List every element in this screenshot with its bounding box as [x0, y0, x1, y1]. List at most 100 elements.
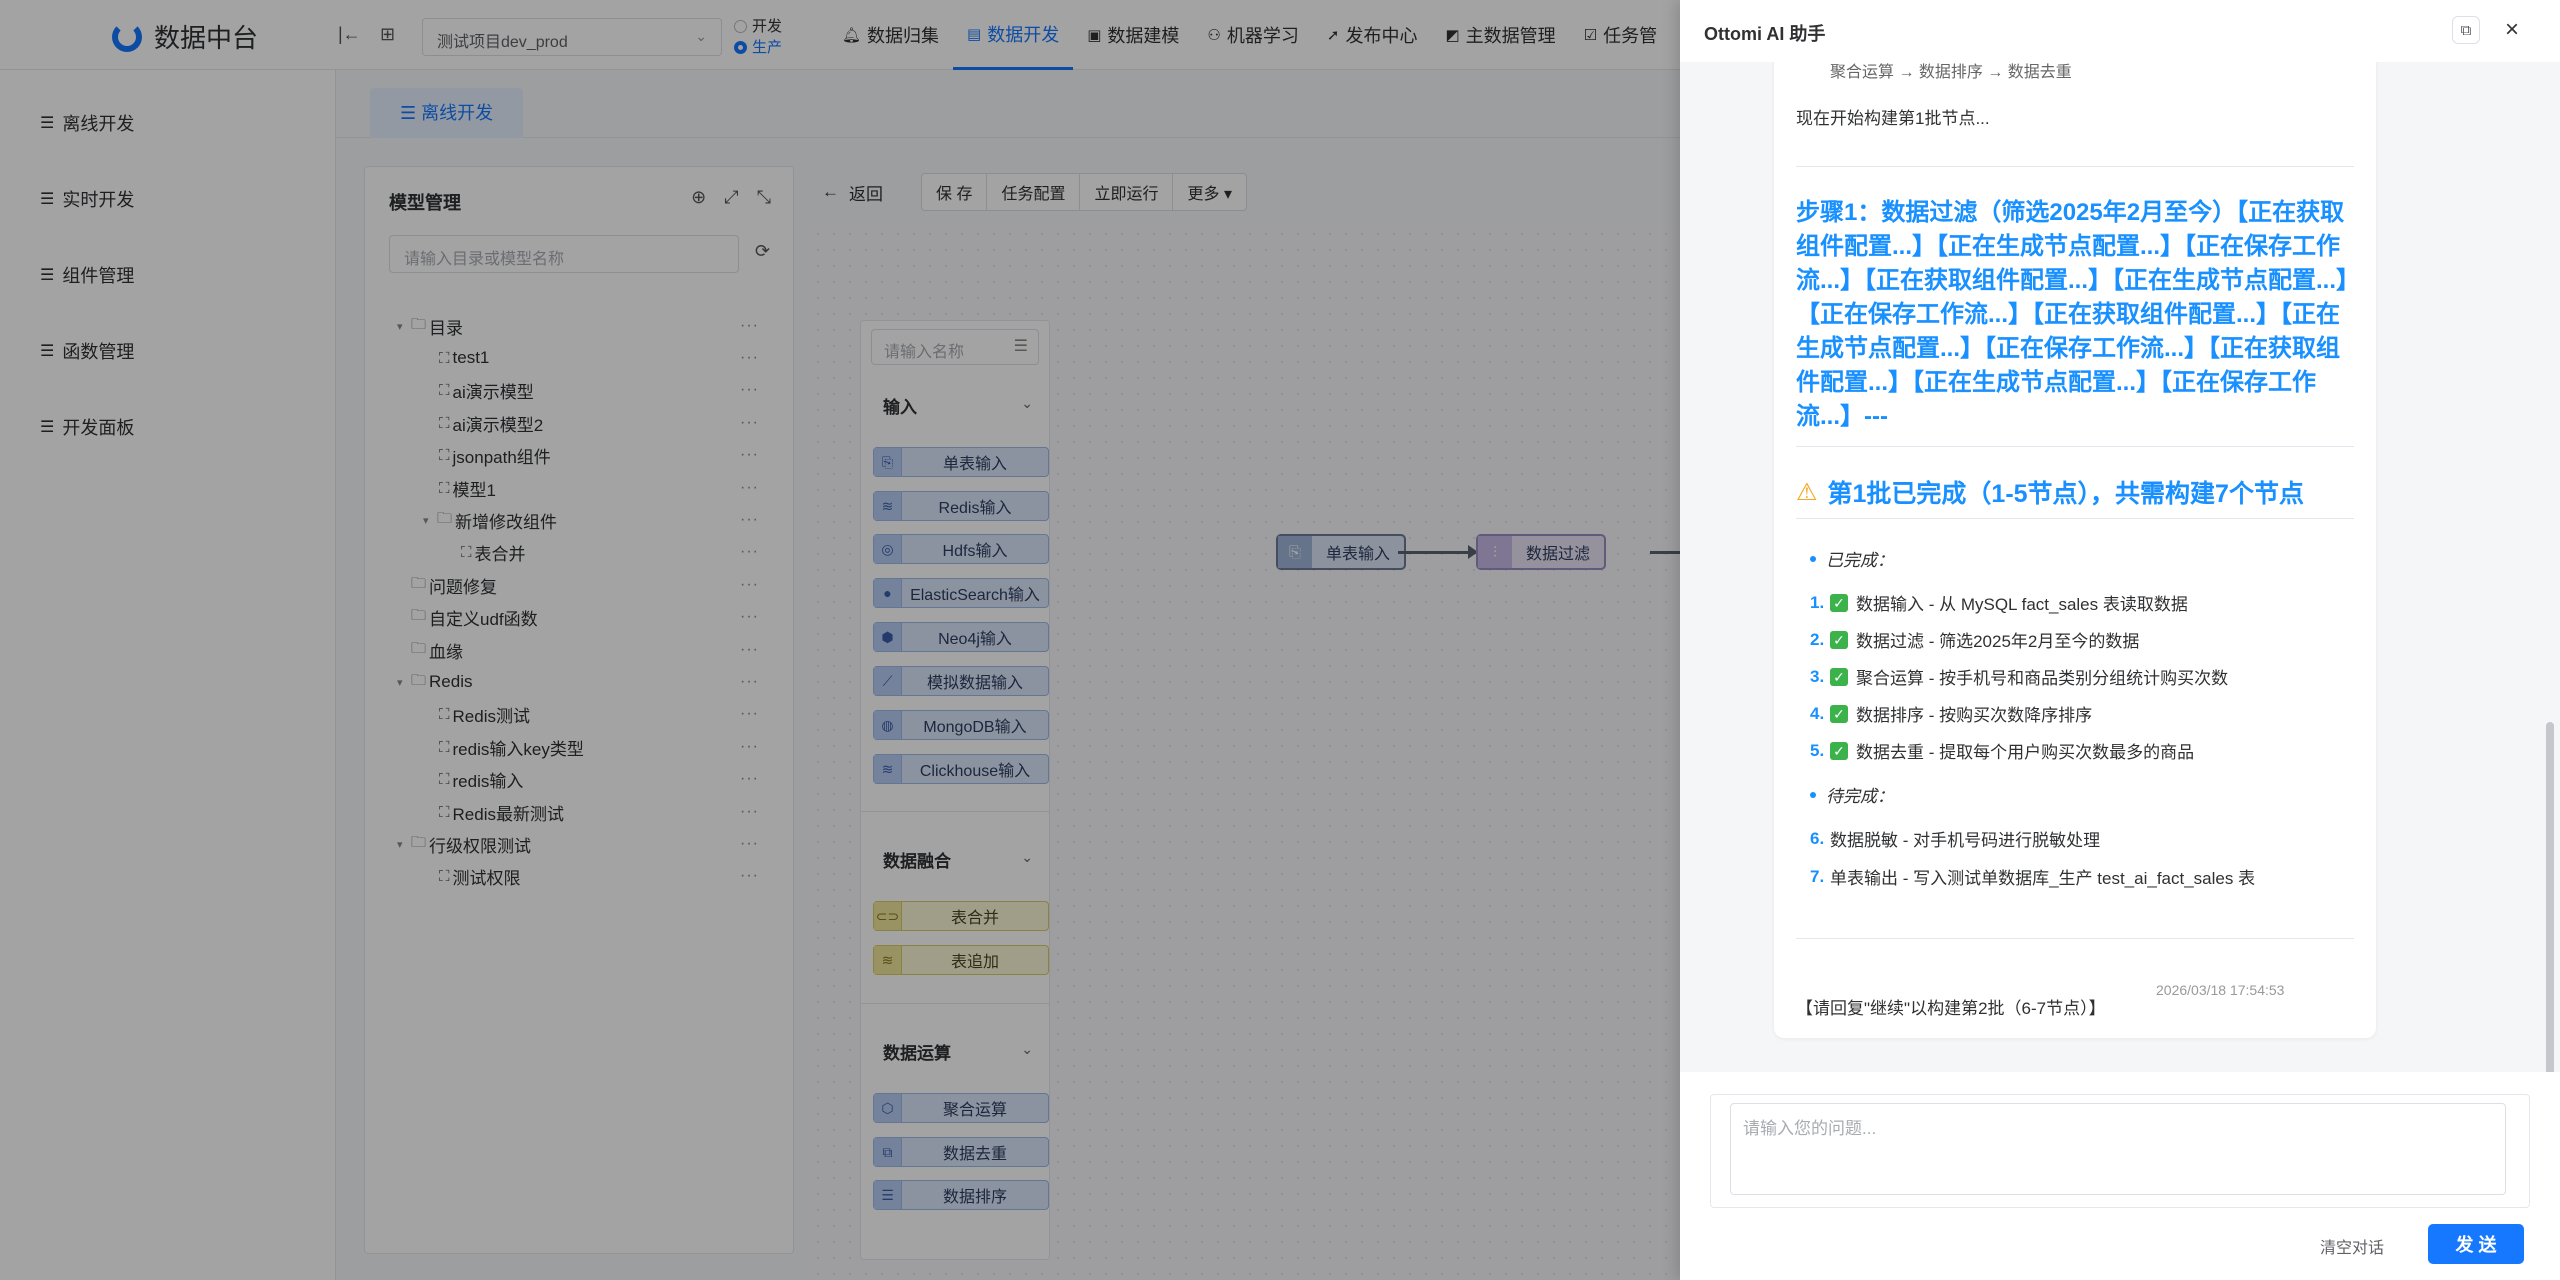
sidebar-item-realtime-dev[interactable]: ☰实时开发	[40, 186, 134, 212]
model-search-input[interactable]: 请输入目录或模型名称	[389, 235, 739, 273]
flow-node-table-input[interactable]: ⎘单表输入	[1276, 534, 1407, 570]
tree-item[interactable]: ⛶测试权限···	[439, 861, 787, 891]
run-now-button[interactable]: 立即运行	[1080, 174, 1174, 210]
tree-item[interactable]: ⛶redis输入key类型···	[439, 732, 787, 762]
caret-down-icon: ▾	[1219, 186, 1232, 203]
palette-node[interactable]: ≋Redis输入	[873, 491, 1049, 521]
chevron-down-icon[interactable]: ⌄	[1021, 1041, 1033, 1057]
palette-node[interactable]: ⬢Neo4j输入	[873, 622, 1049, 652]
tree-item-label: 血缘	[429, 642, 464, 662]
palette-node[interactable]: ≋表追加	[873, 945, 1049, 975]
tree-item[interactable]: ▾🗀行级权限测试···	[397, 829, 787, 859]
palette-node[interactable]: ◎Hdfs输入	[873, 534, 1049, 564]
tree-item[interactable]: ⛶Redis最新测试···	[439, 797, 787, 827]
tree-item[interactable]: ⛶redis输入···	[439, 764, 787, 794]
sidebar-item-function-mgmt[interactable]: ☰函数管理	[40, 338, 134, 364]
chat-scrollbar[interactable]	[2546, 722, 2554, 1072]
more-icon[interactable]: ···	[740, 705, 759, 722]
nav-item-data-modeling[interactable]: ▣数据建模	[1073, 0, 1193, 70]
tree-item[interactable]: ⛶Redis测试···	[439, 699, 787, 729]
tab-offline-dev[interactable]: ☰ 离线开发	[370, 88, 524, 138]
palette-search-input[interactable]: 请输入名称☰	[871, 329, 1039, 365]
palette-node[interactable]: ⧉数据去重	[873, 1137, 1049, 1167]
nav-item-release-center[interactable]: ➚发布中心	[1313, 0, 1432, 70]
chevron-down-icon[interactable]: ⌄	[1021, 395, 1033, 411]
list-number: 7.	[1810, 866, 1825, 886]
nav-item-master-data[interactable]: ◩主数据管理	[1431, 0, 1569, 70]
palette-node[interactable]: ≋Clickhouse输入	[873, 754, 1049, 784]
more-icon[interactable]: ···	[740, 511, 759, 528]
project-select[interactable]: 测试项目dev_prod ⌄	[422, 18, 722, 56]
tree-item[interactable]: 🗀问题修复···	[411, 570, 787, 600]
chat-input[interactable]: 请输入您的问题...	[1730, 1103, 2506, 1195]
tree-item[interactable]: ▾🗀Redis···	[397, 667, 787, 697]
sidebar-item-component-mgmt[interactable]: ☰组件管理	[40, 262, 134, 288]
more-icon[interactable]: ···	[740, 608, 759, 625]
sidebar-item-dev-panel[interactable]: ☰开发面板	[40, 414, 134, 440]
more-icon[interactable]: ···	[740, 803, 759, 820]
palette-node[interactable]: ●ElasticSearch输入	[873, 578, 1049, 608]
more-icon[interactable]: ···	[740, 543, 759, 560]
task-config-button[interactable]: 任务配置	[987, 174, 1081, 210]
tree-item[interactable]: ▾🗀目录···	[397, 311, 787, 341]
back-button[interactable]: ←返回	[822, 180, 883, 205]
more-icon[interactable]: ···	[740, 641, 759, 658]
collapse-all-icon[interactable]: ⤡	[756, 187, 771, 207]
flow-node-data-filter[interactable]: ⫶数据过滤	[1476, 534, 1607, 570]
more-icon[interactable]: ···	[740, 317, 759, 334]
add-icon[interactable]: ⊕	[691, 187, 707, 207]
close-icon[interactable]: ×	[2504, 16, 2519, 43]
more-icon[interactable]: ···	[740, 381, 759, 398]
chevron-down-icon[interactable]: ⌄	[1021, 849, 1033, 865]
chat-messages[interactable]: 聚合运算 → 数据排序 → 数据去重 现在开始构建第1批节点... 步骤1：数据…	[1680, 62, 2560, 1072]
panel-tools: ⊕ ⤢ ⤡	[691, 187, 771, 208]
env-prod-radio[interactable]: 生产	[734, 37, 782, 58]
apps-grid-icon[interactable]: ⊞	[380, 24, 396, 44]
more-icon[interactable]: ···	[740, 673, 759, 690]
palette-section-merge[interactable]: 数据融合	[883, 852, 951, 871]
more-icon[interactable]: ···	[740, 479, 759, 496]
palette-section-compute[interactable]: 数据运算	[883, 1044, 951, 1063]
tree-item[interactable]: ▾🗀新增修改组件···	[423, 505, 787, 535]
more-icon[interactable]: ···	[740, 414, 759, 431]
more-icon[interactable]: ···	[740, 349, 759, 366]
tree-item[interactable]: ⛶模型1···	[439, 473, 787, 503]
restore-window-icon[interactable]: ⧉	[2452, 16, 2480, 44]
tree-item[interactable]: ⛶ai演示模型2···	[439, 408, 787, 438]
nav-item-data-development[interactable]: ▤数据开发	[953, 0, 1074, 70]
palette-node[interactable]: ⎘单表输入	[873, 447, 1049, 477]
more-dropdown-button[interactable]: 更多 ▾	[1173, 174, 1246, 210]
tree-item[interactable]: 🗀血缘···	[411, 635, 787, 665]
more-icon[interactable]: ···	[740, 835, 759, 852]
palette-section-input[interactable]: 输入	[883, 398, 917, 417]
nav-item-data-collection[interactable]: 🔔︎数据归集	[828, 0, 953, 70]
env-dev-radio[interactable]: 开发	[734, 16, 782, 37]
app-logo[interactable]: 数据中台	[112, 18, 258, 55]
palette-node[interactable]: ⊂⊃表合并	[873, 901, 1049, 931]
expand-icon[interactable]: ⤢	[724, 187, 739, 207]
menu-icon[interactable]: ☰	[1013, 338, 1028, 355]
save-button[interactable]: 保 存	[922, 174, 988, 210]
more-icon[interactable]: ···	[740, 770, 759, 787]
palette-node[interactable]: ⟋模拟数据输入	[873, 666, 1049, 696]
tree-item[interactable]: ⛶test1···	[439, 343, 787, 373]
tree-item[interactable]: ⛶ai演示模型···	[439, 375, 787, 405]
flow-edge[interactable]	[1398, 545, 1478, 559]
tree-item[interactable]: ⛶jsonpath组件···	[439, 440, 787, 470]
more-icon[interactable]: ···	[740, 446, 759, 463]
clear-chat-button[interactable]: 清空对话	[2320, 1240, 2385, 1257]
nav-item-machine-learning[interactable]: ⚇机器学习	[1193, 0, 1312, 70]
more-icon[interactable]: ···	[740, 576, 759, 593]
collapse-icon[interactable]: |←	[338, 24, 361, 44]
tree-item[interactable]: ⛶表合并···	[461, 537, 787, 567]
palette-node[interactable]: ⬡聚合运算	[873, 1093, 1049, 1123]
sidebar-item-offline-dev[interactable]: ☰离线开发	[40, 110, 134, 136]
more-icon[interactable]: ···	[740, 738, 759, 755]
nav-item-task[interactable]: ☑任务管	[1570, 0, 1671, 70]
refresh-icon[interactable]: ⟳	[755, 241, 771, 261]
more-icon[interactable]: ···	[740, 867, 759, 884]
palette-node[interactable]: ☰数据排序	[873, 1180, 1049, 1210]
send-button[interactable]: 发 送	[2428, 1224, 2524, 1264]
tree-item[interactable]: 🗀自定义udf函数···	[411, 602, 787, 632]
palette-node[interactable]: ◍MongoDB输入	[873, 710, 1049, 740]
